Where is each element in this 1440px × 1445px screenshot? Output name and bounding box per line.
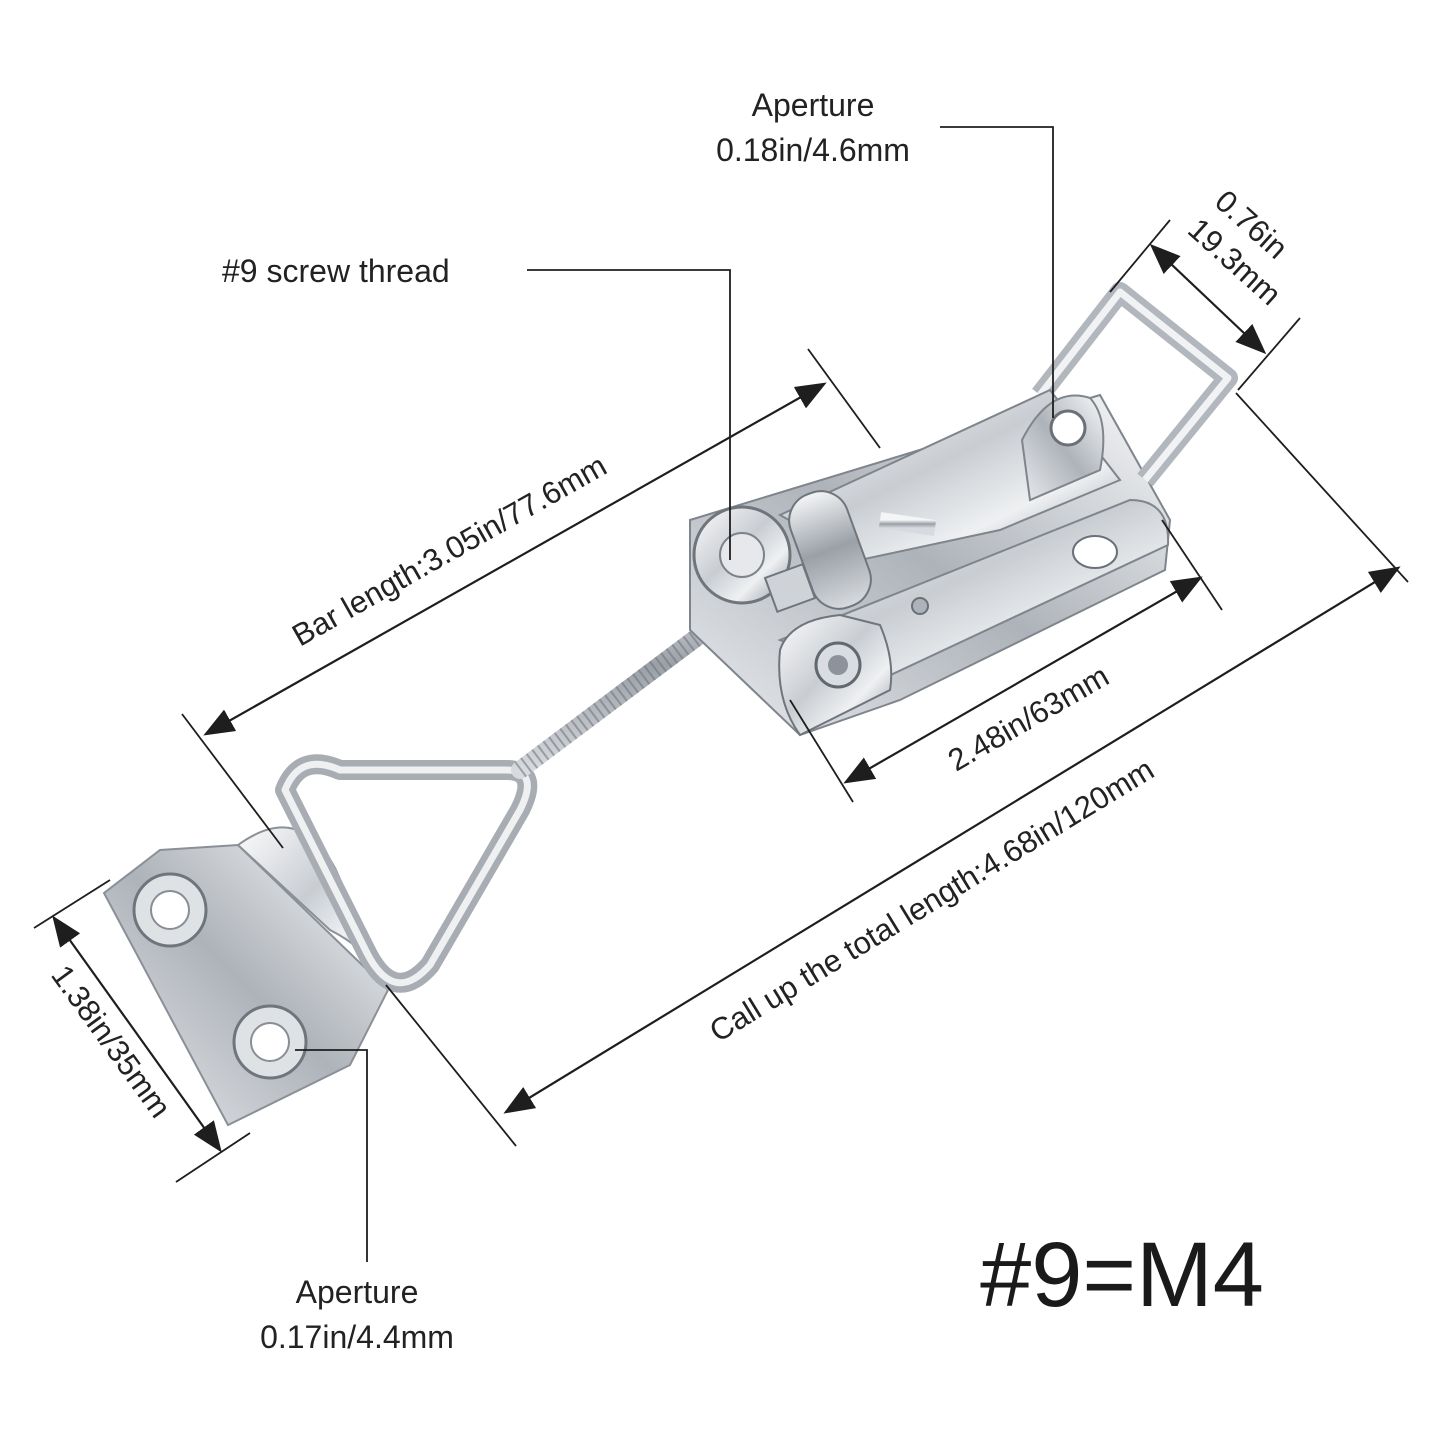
leader-aperture-top	[940, 126, 1054, 418]
total-length-label: Call up the total length:4.68in/120mm	[703, 752, 1160, 1049]
aperture-bottom-value: 0.17in/4.4mm	[260, 1319, 454, 1355]
bar-length-label: Bar length:3.05in/77.6mm	[286, 448, 612, 653]
aperture-top-value: 0.18in/4.6mm	[716, 132, 910, 168]
leader-aperture-bottom	[295, 1049, 368, 1262]
aperture-top-title: Aperture	[752, 87, 875, 123]
dim-plate-width	[52, 915, 222, 1153]
aperture-bottom-title: Aperture	[296, 1274, 419, 1310]
screw-thread-label: #9 screw thread	[222, 253, 450, 289]
dim-width	[1149, 243, 1267, 355]
dimension-lines	[33, 126, 1409, 1262]
spec-label: #9=M4	[980, 1224, 1264, 1326]
lever-tab-hole	[1049, 409, 1087, 447]
dim-total-length	[503, 566, 1401, 1114]
dim-bar-length	[203, 382, 827, 736]
